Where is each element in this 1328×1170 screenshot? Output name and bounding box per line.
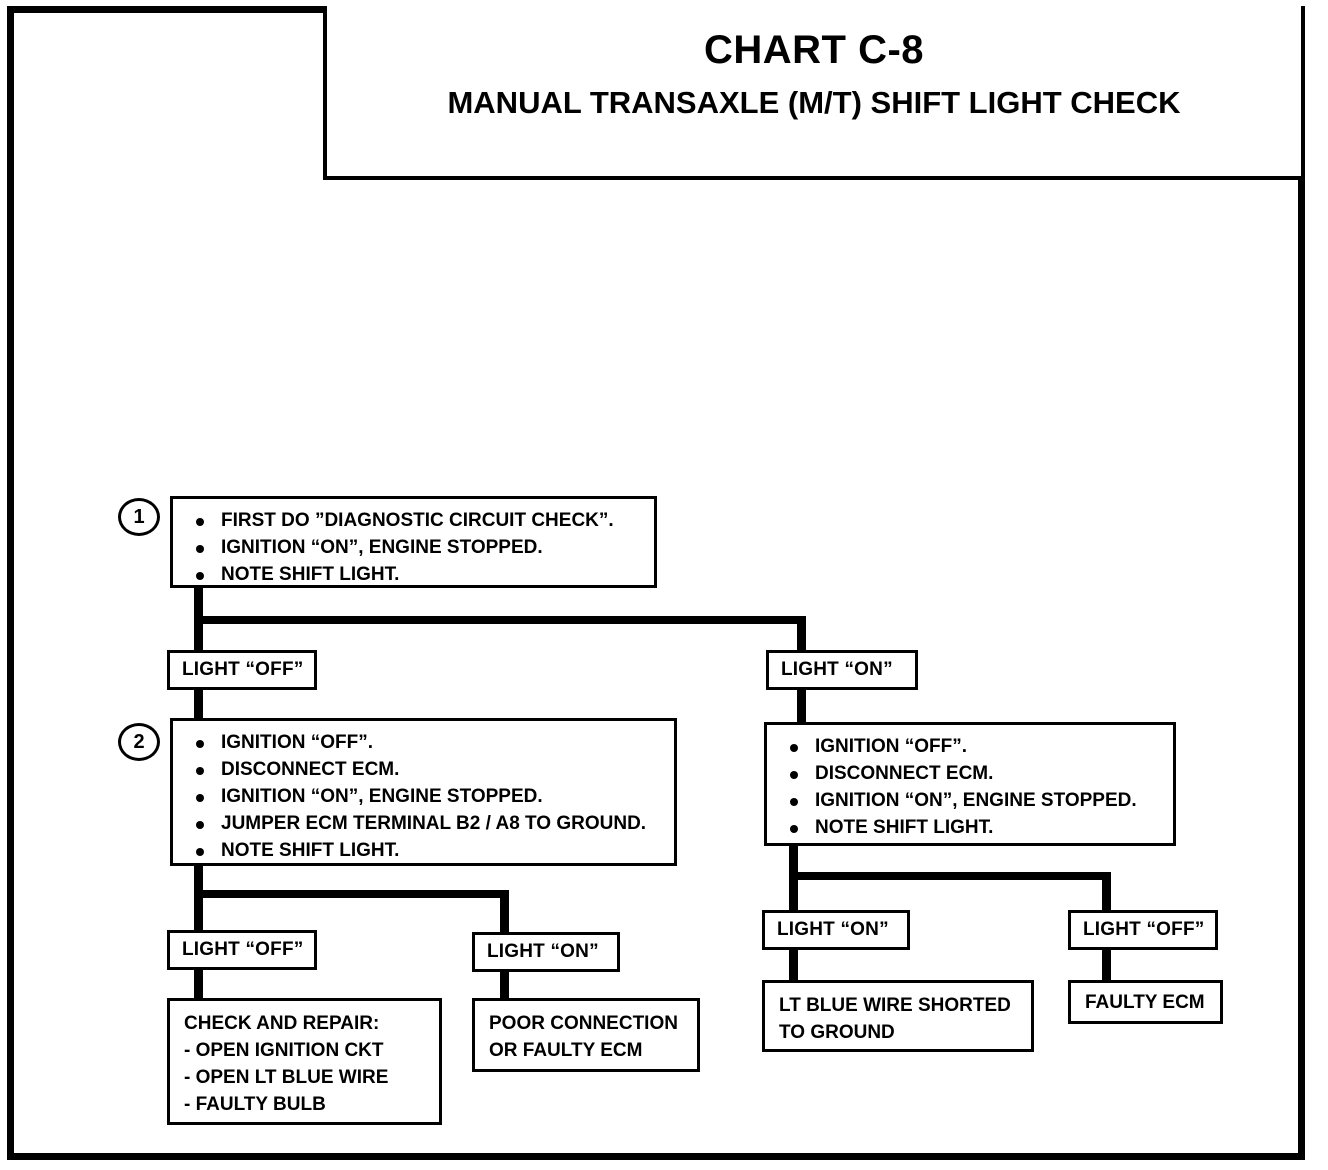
- list-item: IGNITION “ON”, ENGINE STOPPED.: [187, 535, 644, 562]
- list-item: DISCONNECT ECM.: [781, 761, 1163, 788]
- result-line: LT BLUE WIRE SHORTED: [779, 995, 1011, 1016]
- connector-step1-to-light-off: [194, 616, 203, 656]
- page-title: CHART C-8: [703, 28, 925, 72]
- branch-label-text: LIGHT “OFF”: [182, 939, 304, 960]
- branch-label-light-off-1: LIGHT “OFF”: [167, 650, 317, 690]
- connector-light-on-to-shorted: [789, 948, 798, 982]
- connector-step2-stem: [194, 862, 203, 896]
- connector-step2-to-light-on: [500, 890, 509, 932]
- branch-label-text: LIGHT “ON”: [487, 941, 599, 962]
- connector-step2-to-light-off: [194, 890, 203, 932]
- result-line: TO GROUND: [779, 1021, 895, 1043]
- connector-step1-stem: [194, 588, 203, 622]
- branch-label-text: LIGHT “ON”: [781, 659, 893, 680]
- step-number-2: 2: [118, 723, 160, 761]
- result-line: OR FAULTY ECM: [489, 1039, 643, 1061]
- branch-label-light-on-2: LIGHT “ON”: [472, 932, 620, 972]
- result-lt-blue-wire-shorted: LT BLUE WIRE SHORTED TO GROUND: [762, 980, 1034, 1052]
- branch-label-text: LIGHT “OFF”: [182, 659, 304, 680]
- connector-step2-split-bar: [194, 890, 509, 898]
- connector-step1-split-bar: [194, 616, 806, 624]
- connector-light-on-to-right-step: [797, 686, 806, 722]
- list-item: NOTE SHIFT LIGHT.: [187, 562, 644, 589]
- title-block: CHART C-8 MANUAL TRANSAXLE (M/T) SHIFT L…: [323, 6, 1305, 180]
- list-item: DISCONNECT ECM.: [187, 757, 664, 784]
- step-number-2-label: 2: [133, 730, 145, 753]
- connector-light-off-to-check-repair: [194, 966, 203, 1000]
- page-subtitle: MANUAL TRANSAXLE (M/T) SHIFT LIGHT CHECK: [447, 85, 1181, 120]
- list-item: NOTE SHIFT LIGHT.: [187, 838, 664, 865]
- step-2-box: IGNITION “OFF”. DISCONNECT ECM. IGNITION…: [170, 718, 677, 866]
- list-item: NOTE SHIFT LIGHT.: [781, 815, 1163, 842]
- connector-right-to-light-on: [789, 872, 798, 912]
- branch-label-text: LIGHT “ON”: [777, 919, 889, 940]
- result-item: - FAULTY BULB: [184, 1093, 326, 1115]
- result-check-and-repair: CHECK AND REPAIR: - OPEN IGNITION CKT - …: [167, 998, 442, 1125]
- branch-label-text: LIGHT “OFF”: [1083, 919, 1205, 940]
- step-2-bullet-list: IGNITION “OFF”. DISCONNECT ECM. IGNITION…: [187, 730, 664, 865]
- step-1-box: FIRST DO ”DIAGNOSTIC CIRCUIT CHECK”. IGN…: [170, 496, 657, 588]
- branch-label-light-on-1: LIGHT “ON”: [766, 650, 918, 690]
- list-item: IGNITION “OFF”.: [781, 734, 1163, 761]
- branch-label-light-on-right: LIGHT “ON”: [762, 910, 910, 950]
- result-item: - OPEN IGNITION CKT: [184, 1039, 384, 1061]
- result-heading: CHECK AND REPAIR:: [184, 1013, 380, 1034]
- result-item: - OPEN LT BLUE WIRE: [184, 1066, 389, 1088]
- connector-right-step-split-bar: [789, 872, 1111, 880]
- list-item: JUMPER ECM TERMINAL B2 / A8 TO GROUND.: [187, 811, 664, 838]
- list-item: IGNITION “ON”, ENGINE STOPPED.: [781, 788, 1163, 815]
- result-line: FAULTY ECM: [1085, 991, 1205, 1013]
- connector-light-off-to-faulty-ecm: [1102, 948, 1111, 982]
- connector-right-to-light-off: [1102, 872, 1111, 912]
- list-item: FIRST DO ”DIAGNOSTIC CIRCUIT CHECK”.: [187, 508, 644, 535]
- list-item: IGNITION “ON”, ENGINE STOPPED.: [187, 784, 664, 811]
- step-number-1-label: 1: [133, 505, 145, 528]
- branch-label-light-off-2: LIGHT “OFF”: [167, 930, 317, 970]
- step-number-1: 1: [118, 498, 160, 536]
- branch-label-light-off-right: LIGHT “OFF”: [1068, 910, 1218, 950]
- step-1-bullet-list: FIRST DO ”DIAGNOSTIC CIRCUIT CHECK”. IGN…: [187, 508, 644, 589]
- list-item: IGNITION “OFF”.: [187, 730, 664, 757]
- result-line: POOR CONNECTION: [489, 1013, 678, 1034]
- step-right-box: IGNITION “OFF”. DISCONNECT ECM. IGNITION…: [764, 722, 1176, 846]
- connector-light-off-to-step2: [194, 686, 203, 722]
- result-faulty-ecm: FAULTY ECM: [1068, 980, 1223, 1024]
- connector-step1-to-light-on: [797, 616, 806, 656]
- connector-right-step-stem: [789, 845, 798, 877]
- result-poor-connection: POOR CONNECTION OR FAULTY ECM: [472, 998, 700, 1072]
- step-right-bullet-list: IGNITION “OFF”. DISCONNECT ECM. IGNITION…: [781, 734, 1163, 842]
- connector-light-on-to-poor-connection: [500, 966, 509, 1000]
